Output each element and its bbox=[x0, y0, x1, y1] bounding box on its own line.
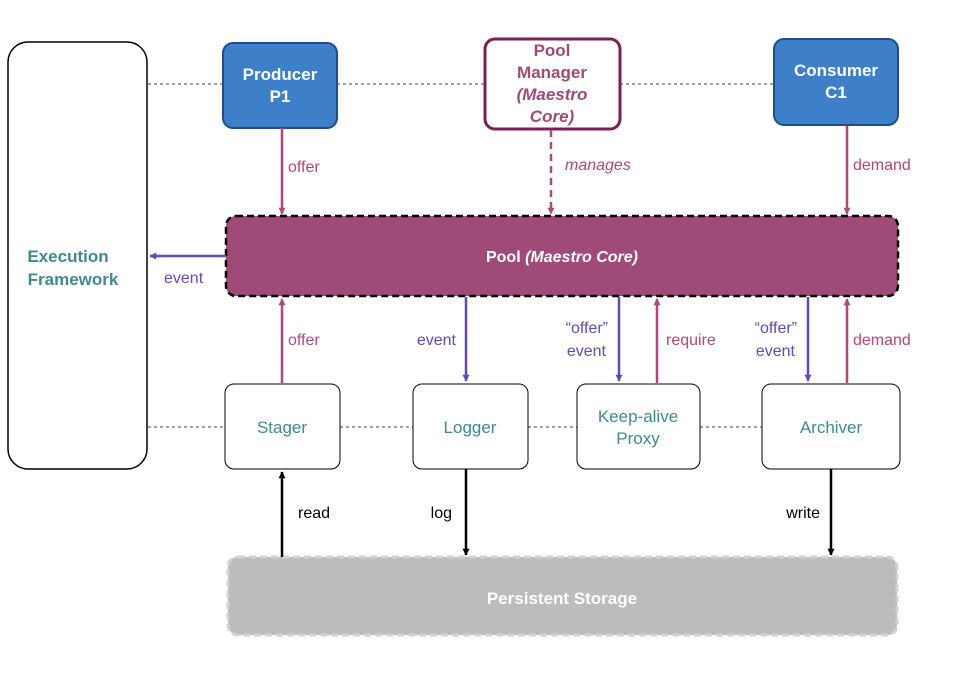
manages-label: manages bbox=[565, 157, 631, 174]
keepalive-proxy-box: Keep-alive Proxy bbox=[576, 383, 701, 470]
archiver-offer-event-label-line1: “offer” bbox=[755, 320, 797, 337]
consumer-box: Consumer C1 bbox=[773, 38, 899, 126]
keepalive-require-label: require bbox=[666, 332, 716, 349]
archiver-label: Archiver bbox=[800, 418, 863, 437]
execution-framework-label-line1: Execution bbox=[27, 247, 108, 266]
stager-read-label: read bbox=[298, 505, 330, 522]
logger-event-label: event bbox=[417, 332, 457, 349]
consumer-demand-label: demand bbox=[853, 157, 911, 174]
pool-manager-label-line3: (Maestro bbox=[517, 85, 588, 104]
execution-framework-box: Execution Framework bbox=[7, 41, 148, 470]
archiver-offer-event-label-line2: event bbox=[756, 343, 796, 360]
keepalive-offer-event-label-line2: event bbox=[567, 343, 607, 360]
archiver-box: Archiver bbox=[761, 383, 901, 470]
pool-box: Pool (Maestro Core) bbox=[224, 214, 900, 298]
stager-offer-label: offer bbox=[288, 332, 320, 349]
producer-offer-label: offer bbox=[288, 159, 320, 176]
persistent-storage-label: Persistent Storage bbox=[487, 589, 637, 608]
stager-box: Stager bbox=[224, 383, 341, 470]
logger-label: Logger bbox=[444, 418, 497, 437]
execution-framework-label-line2: Framework bbox=[28, 270, 119, 289]
consumer-label-line1: Consumer bbox=[794, 61, 878, 80]
pool-manager-label-line2: Manager bbox=[517, 63, 587, 82]
archiver-write-label: write bbox=[785, 505, 820, 522]
persistent-storage-box: Persistent Storage bbox=[226, 555, 899, 637]
keepalive-label-line2: Proxy bbox=[616, 429, 660, 448]
logger-box: Logger bbox=[412, 383, 529, 470]
producer-label-line1: Producer bbox=[243, 65, 318, 84]
producer-box: Producer P1 bbox=[222, 42, 338, 129]
keepalive-label-line1: Keep-alive bbox=[598, 407, 678, 426]
logger-log-label: log bbox=[431, 505, 452, 522]
archiver-demand-label: demand bbox=[853, 332, 911, 349]
pool-manager-box: Pool Manager (Maestro Core) bbox=[483, 37, 622, 131]
producer-label-line2: P1 bbox=[270, 87, 291, 106]
pool-event-label: event bbox=[164, 270, 204, 287]
pool-manager-label-line1: Pool bbox=[534, 41, 571, 60]
pool-label: Pool (Maestro Core) bbox=[486, 249, 638, 266]
pool-manager-label-line4: Core) bbox=[530, 107, 575, 126]
consumer-label-line2: C1 bbox=[825, 83, 847, 102]
stager-label: Stager bbox=[257, 418, 307, 437]
keepalive-offer-event-label-line1: “offer” bbox=[566, 320, 608, 337]
